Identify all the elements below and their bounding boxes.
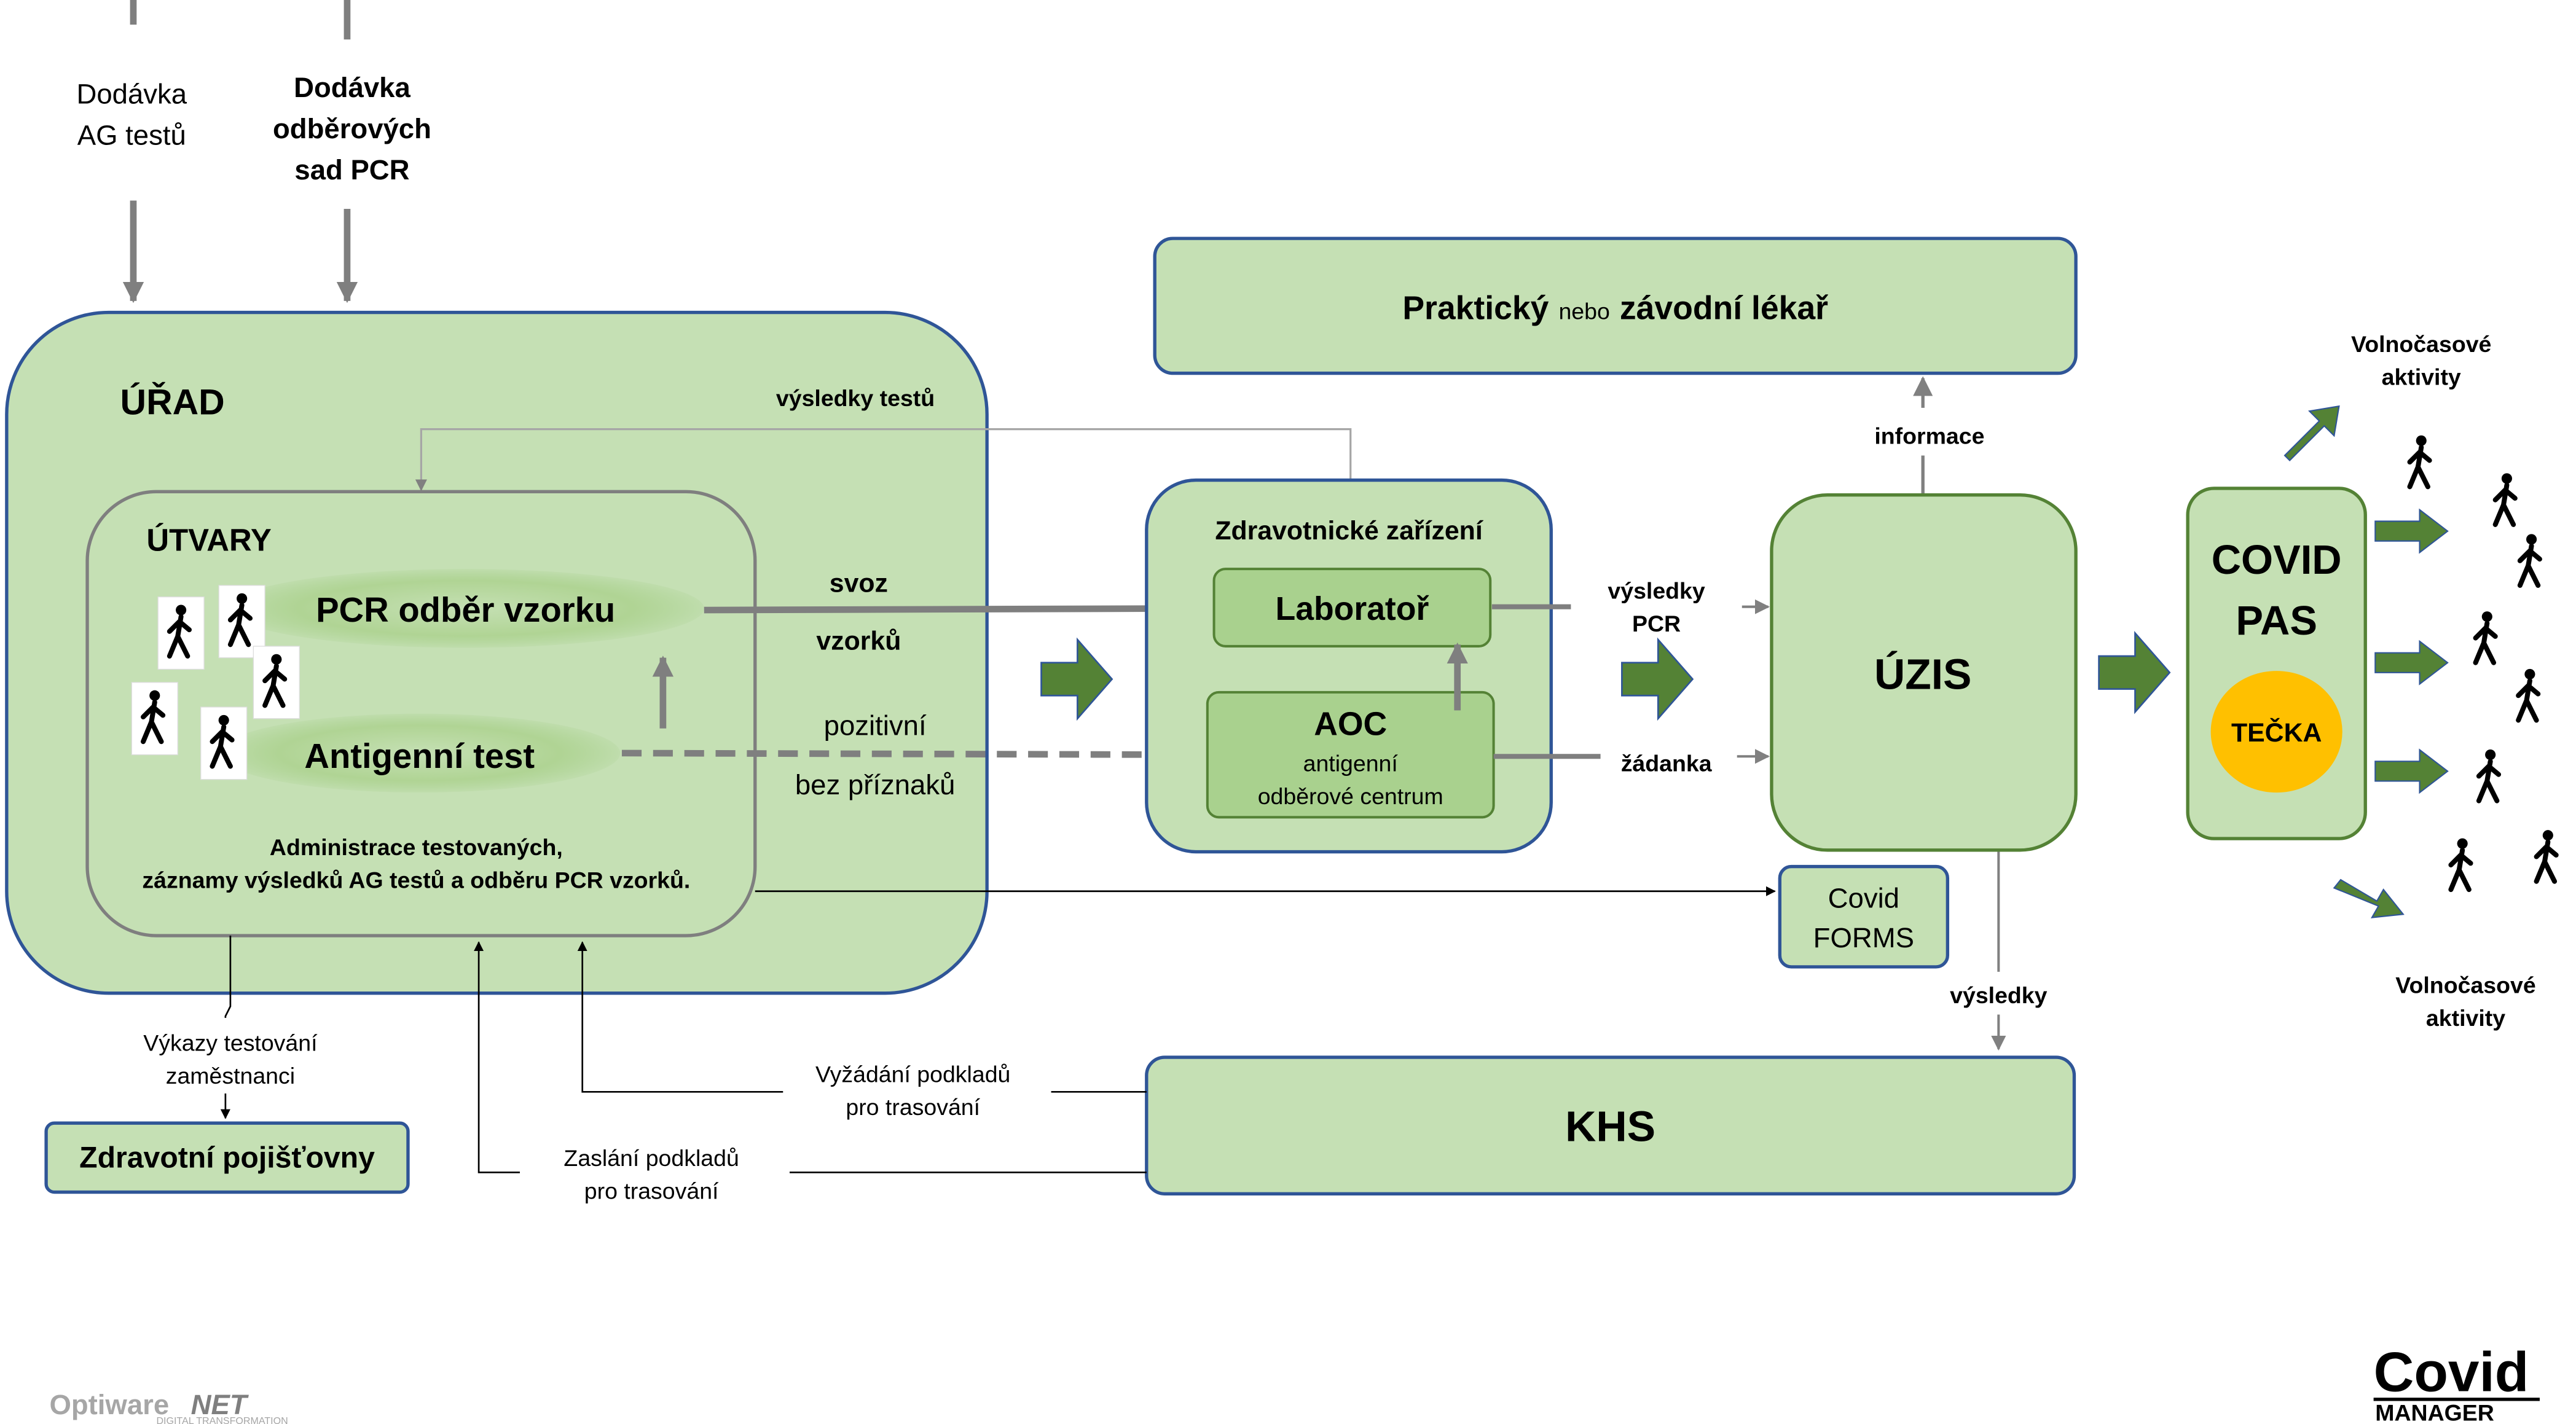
person-icon <box>2476 611 2496 663</box>
positive-line1: pozitivní <box>824 710 927 741</box>
person-icon <box>201 707 247 780</box>
gp-block: Praktický nebo závodní lékař <box>1153 237 2078 375</box>
covid-pas-line2: PAS <box>2236 598 2317 644</box>
aoc-sub-line2: odběrové centrum <box>1258 783 1443 809</box>
person-icon <box>132 683 178 755</box>
person-icon <box>253 646 299 719</box>
aoc-sub-line1: antigenní <box>1303 750 1399 776</box>
leisure-arrow-3 <box>2374 748 2449 794</box>
flow-arrow-to-facility <box>1040 637 1113 721</box>
leisure-top-line2: aktivity <box>2382 364 2461 389</box>
pcr-sampling-ellipse <box>227 569 704 648</box>
pcr-sampling-label: PCR odběr vzorku <box>316 590 615 629</box>
supply-ag: Dodávka AG testů <box>77 0 187 303</box>
leisure-bottom-line1: Volnočasové <box>2395 972 2535 998</box>
person-icon <box>2537 830 2556 882</box>
khs-label: KHS <box>1565 1103 1655 1151</box>
khs-block: KHS <box>1145 1055 2076 1195</box>
aoc-title: AOC <box>1314 706 1387 742</box>
supply-ag-line2: AG testů <box>77 120 186 151</box>
covid-manager-logo: Covid MANAGER <box>2373 1341 2540 1424</box>
transport-line2: vzorků <box>816 626 901 655</box>
gp-label-c: závodní lékař <box>1620 290 1828 326</box>
urad-results-label: výsledky testů <box>776 385 935 411</box>
send-tracing-line1: Zaslání podkladů <box>564 1145 739 1171</box>
leisure-arrow-1 <box>2374 508 2449 554</box>
optiware-name: Optiware <box>49 1389 169 1420</box>
tecka-badge <box>2210 671 2342 793</box>
optiware-net: NET <box>191 1389 249 1420</box>
supply-pcr-line2: odběrových <box>273 113 431 144</box>
tecka-label: TEČKA <box>2231 718 2322 748</box>
request-tracing-line2: pro trasování <box>846 1094 980 1120</box>
person-icon <box>2479 749 2499 801</box>
person-icon <box>2496 473 2515 525</box>
positive-referral-arrow <box>621 744 1205 765</box>
sample-transport-arrow <box>704 598 1213 619</box>
gp-label: Praktický nebo závodní lékař <box>1402 290 1828 326</box>
person-icon <box>2518 669 2538 721</box>
health-facility-title: Zdravotnické zařízení <box>1215 516 1484 546</box>
person-icon <box>158 597 204 670</box>
covid-manager-manager: MANAGER <box>2375 1400 2494 1424</box>
flow-arrow-to-covid-pas <box>2098 630 2171 714</box>
uzis-label: ÚZIS <box>1874 651 1972 698</box>
laboratory-label: Laboratoř <box>1276 591 1429 627</box>
optiware-logo: Optiware NET DIGITAL TRANSFORMATION <box>49 1389 288 1424</box>
utvary-title: ÚTVARY <box>146 523 271 558</box>
covid-forms-block: Covid FORMS <box>1778 864 1950 969</box>
person-icon <box>2451 839 2470 890</box>
supply-pcr-line1: Dodávka <box>294 72 410 103</box>
person-icon <box>2409 436 2429 487</box>
uzis-block: ÚZIS <box>1770 493 2078 852</box>
supply-pcr-line3: sad PCR <box>294 154 409 186</box>
covid-forms-line1: Covid <box>1828 883 1899 914</box>
covid-manager-covid: Covid <box>2374 1341 2529 1403</box>
leisure-top-line1: Volnočasové <box>2351 331 2491 357</box>
information-label: informace <box>1874 423 1984 449</box>
insurance-label: Zdravotní pojišťovny <box>79 1141 375 1174</box>
leisure-bottom-line2: aktivity <box>2426 1005 2505 1031</box>
insurance-block: Zdravotní pojišťovny <box>44 1121 410 1194</box>
gp-label-b: nebo <box>1558 298 1609 324</box>
gp-label-a: Praktický <box>1402 290 1549 326</box>
covid-pas-block: COVID PAS TEČKA <box>2186 487 2367 840</box>
covid-forms-line2: FORMS <box>1813 922 1914 953</box>
leisure-arrow-up <box>2283 405 2340 461</box>
reports-line2: zaměstnanci <box>166 1063 295 1089</box>
request-label: žádanka <box>1621 750 1713 776</box>
laboratory-box <box>1212 568 1492 647</box>
urad-title: ÚŘAD <box>120 381 225 423</box>
admin-line1: Administrace testovaných, <box>270 834 563 860</box>
positive-line2: bez příznaků <box>795 769 956 800</box>
leisure-arrow-2 <box>2374 640 2449 686</box>
antigen-test-ellipse <box>219 713 621 793</box>
reports-line1: Výkazy testování <box>143 1030 318 1055</box>
results-feedback-line <box>415 428 1352 491</box>
send-tracing-arrow <box>474 941 520 1173</box>
send-tracing-line2: pro trasování <box>584 1178 719 1203</box>
supply-ag-line1: Dodávka <box>77 79 187 110</box>
utvary-block: ÚTVARY PCR odběr vzorku Antigenní test A… <box>85 490 757 937</box>
request-tracing-line1: Vyžádání podkladů <box>815 1061 1010 1087</box>
transport-line1: svoz <box>830 569 888 598</box>
results-pcr-line2: PCR <box>1632 611 1681 636</box>
health-facility-block: Zdravotnické zařízení Laboratoř AOC anti… <box>1145 478 1553 854</box>
flow-arrow-to-uzis <box>1621 637 1694 721</box>
supply-pcr: Dodávka odběrových sad PCR <box>273 0 431 303</box>
leisure-arrow-down <box>2333 878 2405 918</box>
covid-pas-line1: COVID <box>2212 537 2342 583</box>
results-label: výsledky <box>1950 982 2047 1008</box>
person-icon <box>2520 534 2540 585</box>
request-tracing-arrow <box>577 941 783 1093</box>
optiware-tagline: DIGITAL TRANSFORMATION <box>156 1415 288 1424</box>
results-pcr-line1: výsledky <box>1608 577 1705 603</box>
antigen-test-label: Antigenní test <box>304 737 535 775</box>
admin-line2: záznamy výsledků AG testů a odběru PCR v… <box>142 867 690 893</box>
